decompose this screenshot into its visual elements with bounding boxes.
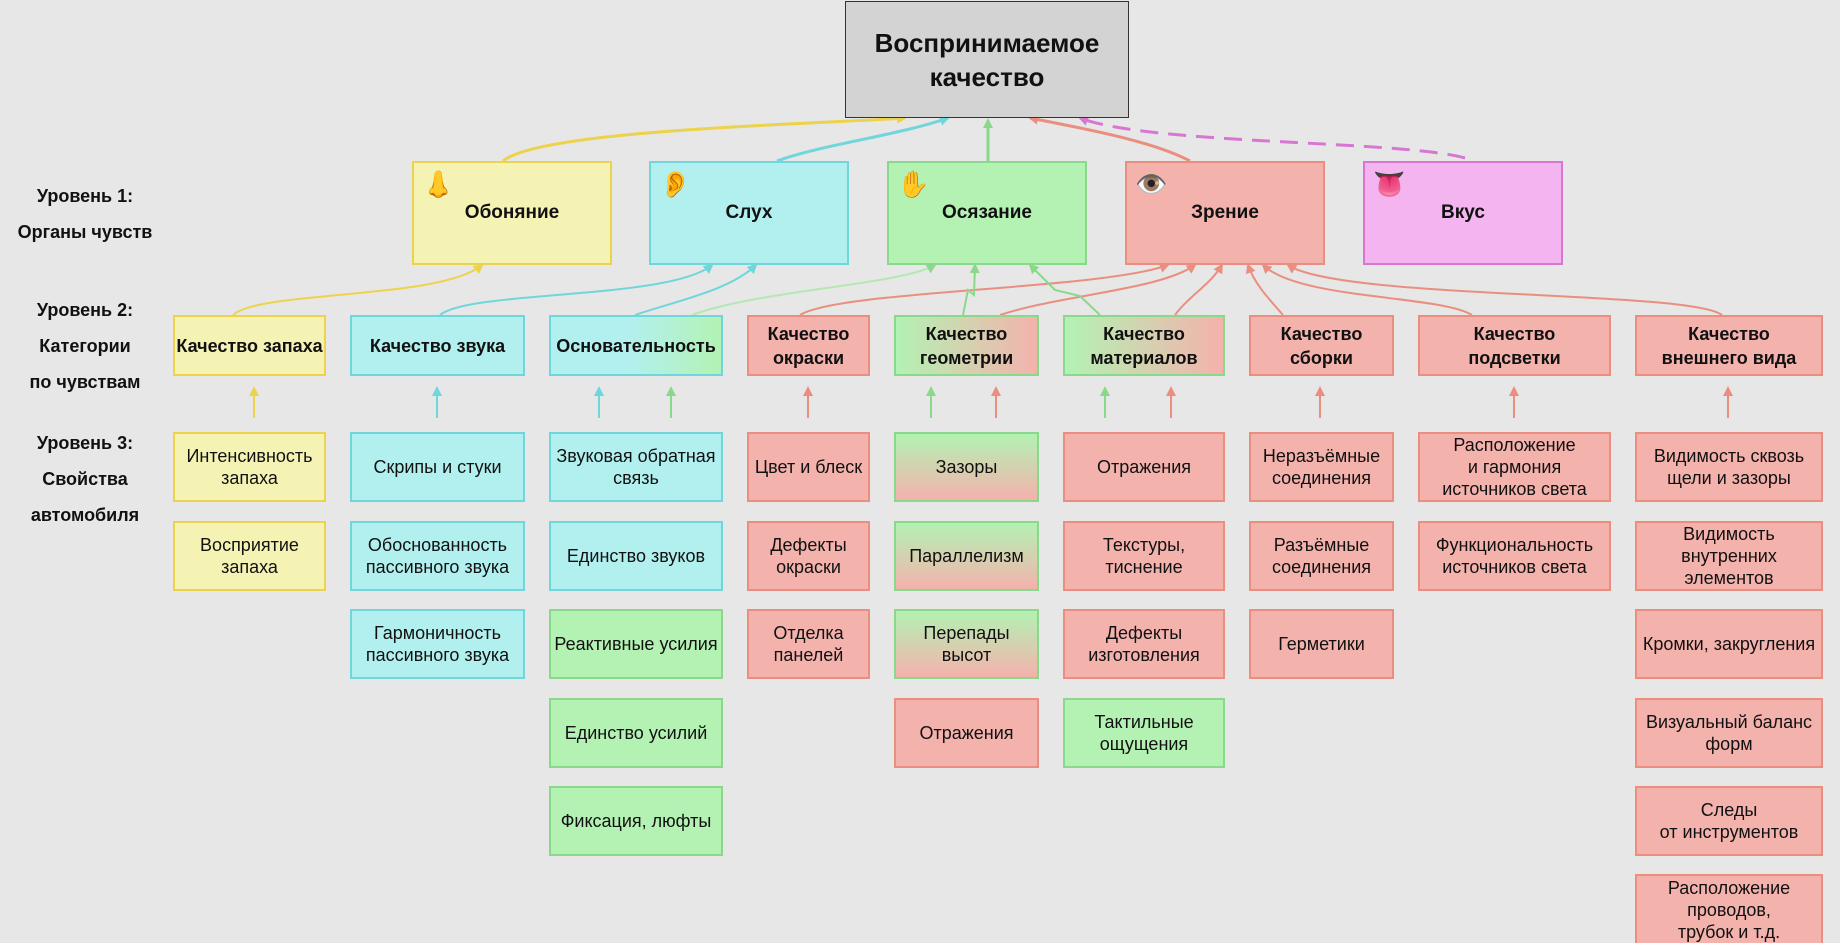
category-geometry: Качество геометрии bbox=[894, 315, 1039, 376]
sense-label: Осязание bbox=[942, 202, 1032, 223]
link-vision-root bbox=[1028, 114, 1191, 163]
property-lighting-layout: Расположение и гармония источников света bbox=[1418, 432, 1611, 502]
sense-smell: 👃 Обоняние bbox=[412, 161, 612, 265]
property-materials-textures: Текстуры, тиснение bbox=[1063, 521, 1225, 591]
property-appearance-wiring: Расположение проводов, трубок и т.д. bbox=[1635, 874, 1823, 943]
link-cat-sound bbox=[439, 263, 714, 316]
link-cat-materials-vision bbox=[1174, 263, 1224, 316]
property-paint-defects: Дефекты окраски bbox=[747, 521, 870, 591]
nose-icon: 👃 bbox=[422, 169, 455, 199]
property-sound-justified: Обоснованность пассивного звука bbox=[350, 521, 525, 591]
category-paint: Качество окраски bbox=[747, 315, 870, 376]
sense-label: Обоняние bbox=[464, 202, 560, 223]
property-smell-intensity: Интенсивность запаха bbox=[173, 432, 326, 502]
sense-vision: 👁️ Зрение bbox=[1125, 161, 1325, 265]
level-2-label: Уровень 2: Категории по чувствам bbox=[29, 300, 141, 392]
link-cat-lighting bbox=[1261, 263, 1473, 316]
sense-touch: ✋ Осязание bbox=[887, 161, 1087, 265]
category-appearance: Качество внешнего вида bbox=[1635, 315, 1823, 376]
property-lighting-function: Функциональность источников света bbox=[1418, 521, 1611, 591]
property-assembly-sealants: Герметики bbox=[1249, 609, 1394, 679]
property-assembly-detachable: Разъёмные соединения bbox=[1249, 521, 1394, 591]
eye-icon: 👁️ bbox=[1135, 169, 1168, 199]
level-1-label: Уровень 1: Органы чувств bbox=[17, 186, 153, 242]
link-cat-geometry-touch bbox=[962, 263, 980, 316]
link-cat-paint bbox=[799, 263, 1170, 316]
link-cat-solidity-touch bbox=[691, 264, 937, 316]
property-solidity-feedback: Звуковая обратная связь bbox=[549, 432, 723, 502]
property-appearance-gaps-visibility: Видимость сквозь щели и зазоры bbox=[1635, 432, 1823, 502]
link-cat-geometry-vision bbox=[999, 263, 1197, 316]
property-paint-panels: Отделка панелей bbox=[747, 609, 870, 679]
property-solidity-effort-unity: Единство усилий bbox=[549, 698, 723, 768]
sense-taste: 👅 Вкус bbox=[1363, 161, 1563, 265]
property-geometry-gaps: Зазоры bbox=[894, 432, 1039, 502]
link-taste-root bbox=[1078, 116, 1466, 160]
link-cat-solidity-hearing bbox=[634, 263, 758, 316]
property-paint-color: Цвет и блеск bbox=[747, 432, 870, 502]
property-appearance-internal-visibility: Видимость внутренних элементов bbox=[1635, 521, 1823, 591]
property-sound-harmony: Гармоничность пассивного звука bbox=[350, 609, 525, 679]
tongue-icon: 👅 bbox=[1373, 169, 1406, 199]
sense-hearing: 👂 Слух bbox=[649, 161, 849, 265]
sense-label: Вкус bbox=[1441, 202, 1485, 223]
property-materials-defects: Дефекты изготовления bbox=[1063, 609, 1225, 679]
category-materials: Качество материалов bbox=[1063, 315, 1225, 376]
link-cat-assembly bbox=[1245, 263, 1284, 316]
link-cat-smell bbox=[232, 263, 484, 316]
property-appearance-tool-marks: Следы от инструментов bbox=[1635, 786, 1823, 856]
root-node: Воспринимаемое качество bbox=[845, 1, 1129, 118]
category-sound: Качество звука bbox=[350, 315, 525, 376]
category-assembly: Качество сборки bbox=[1249, 315, 1394, 376]
category-smell: Качество запаха bbox=[173, 315, 326, 376]
property-assembly-permanent: Неразъёмные соединения bbox=[1249, 432, 1394, 502]
property-geometry-parallelism: Параллелизм bbox=[894, 521, 1039, 591]
property-sound-squeaks: Скрипы и стуки bbox=[350, 432, 525, 502]
category-solidity: Основательность bbox=[549, 315, 723, 376]
property-smell-perception: Восприятие запаха bbox=[173, 521, 326, 591]
property-geometry-reflections: Отражения bbox=[894, 698, 1039, 768]
category-lighting: Качество подсветки bbox=[1418, 315, 1611, 376]
sense-label: Зрение bbox=[1191, 202, 1259, 223]
property-appearance-edges: Кромки, закругления bbox=[1635, 609, 1823, 679]
hand-icon: ✋ bbox=[897, 169, 930, 199]
link-cat-appearance bbox=[1286, 263, 1723, 316]
property-materials-reflections: Отражения bbox=[1063, 432, 1225, 502]
sense-label: Слух bbox=[725, 202, 773, 223]
level-3-label: Уровень 3: Свойства автомобиля bbox=[30, 433, 140, 525]
property-solidity-reactive: Реактивные усилия bbox=[549, 609, 723, 679]
property-geometry-height-steps: Перепады высот bbox=[894, 609, 1039, 679]
property-solidity-fixation: Фиксация, люфты bbox=[549, 786, 723, 856]
link-hearing-root bbox=[776, 115, 950, 163]
ear-icon: 👂 bbox=[659, 169, 692, 199]
link-smell-root bbox=[502, 113, 907, 163]
property-appearance-balance: Визуальный баланс форм bbox=[1635, 698, 1823, 768]
property-solidity-sound-unity: Единство звуков bbox=[549, 521, 723, 591]
link-cat-materials-touch bbox=[1028, 263, 1101, 316]
property-materials-tactile: Тактильные ощущения bbox=[1063, 698, 1225, 768]
